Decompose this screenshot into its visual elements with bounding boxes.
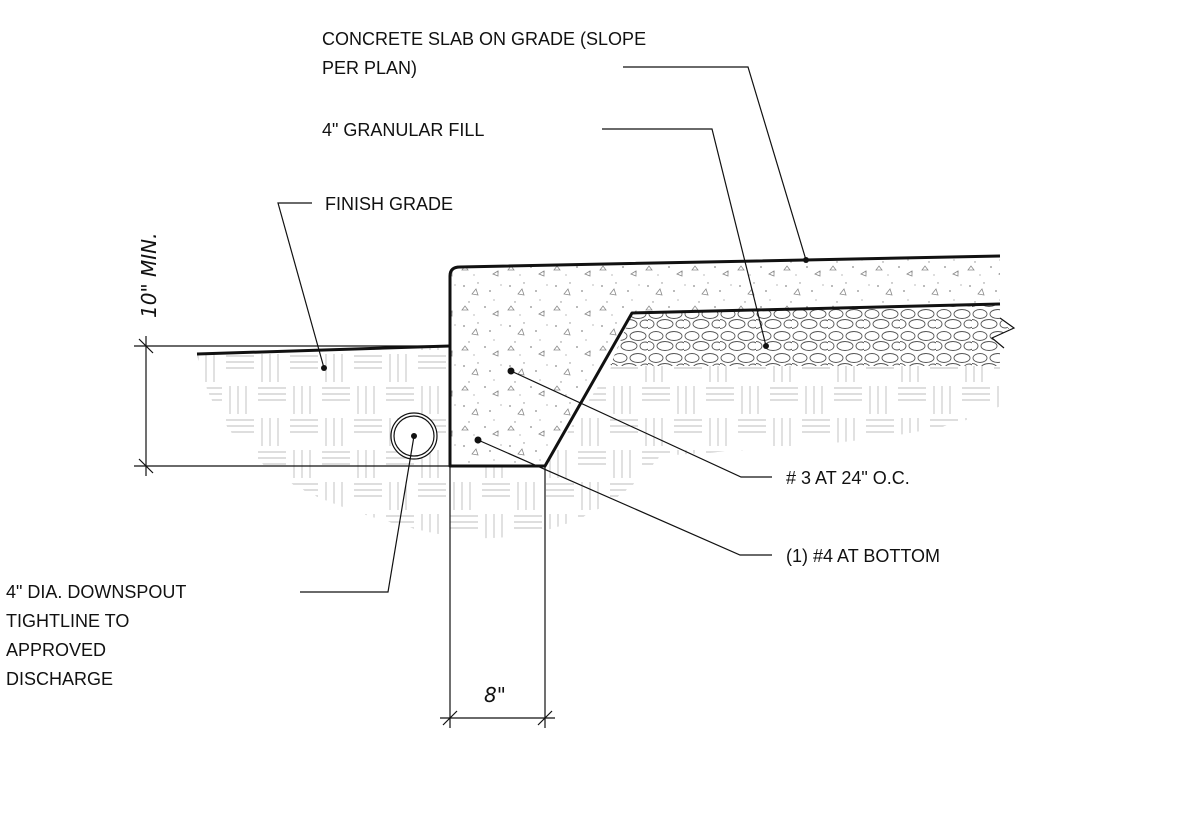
downspout-leader (300, 433, 417, 593)
granular-fill-layer (610, 304, 1010, 366)
rebar-bottom-leader (474, 436, 772, 556)
finish-grade-leader (277, 202, 327, 371)
downspout-label-line1: 4" DIA. DOWNSPOUT (6, 582, 186, 602)
downspout-label-line3: APPROVED (6, 640, 106, 660)
granular-fill-leader (602, 128, 769, 349)
slab-label-line2: PER PLAN) (322, 58, 417, 78)
depth-dimension (134, 336, 450, 476)
rebar-top-leader (507, 367, 772, 478)
slab-label-line1: CONCRETE SLAB ON GRADE (SLOPE (322, 29, 646, 49)
downspout-label-line4: DISCHARGE (6, 669, 113, 689)
finish-grade-line (196, 344, 451, 356)
width-dimension (440, 466, 555, 728)
downspout-label-line2: TIGHTLINE TO (6, 611, 129, 631)
concrete-slab-footing (450, 256, 1000, 466)
width-dimension-label: 8" (484, 683, 506, 707)
rebar-bottom-label: (1) #4 AT BOTTOM (786, 546, 940, 566)
depth-dimension-label: 10" MIN. (137, 233, 161, 318)
slab-leader (623, 66, 809, 263)
finish-grade-label: FINISH GRADE (325, 194, 453, 214)
rebar-top-label: # 3 AT 24" O.C. (786, 468, 910, 488)
granular-fill-label: 4" GRANULAR FILL (322, 120, 484, 140)
break-line (990, 317, 1016, 349)
slab-outline (448, 254, 1001, 468)
